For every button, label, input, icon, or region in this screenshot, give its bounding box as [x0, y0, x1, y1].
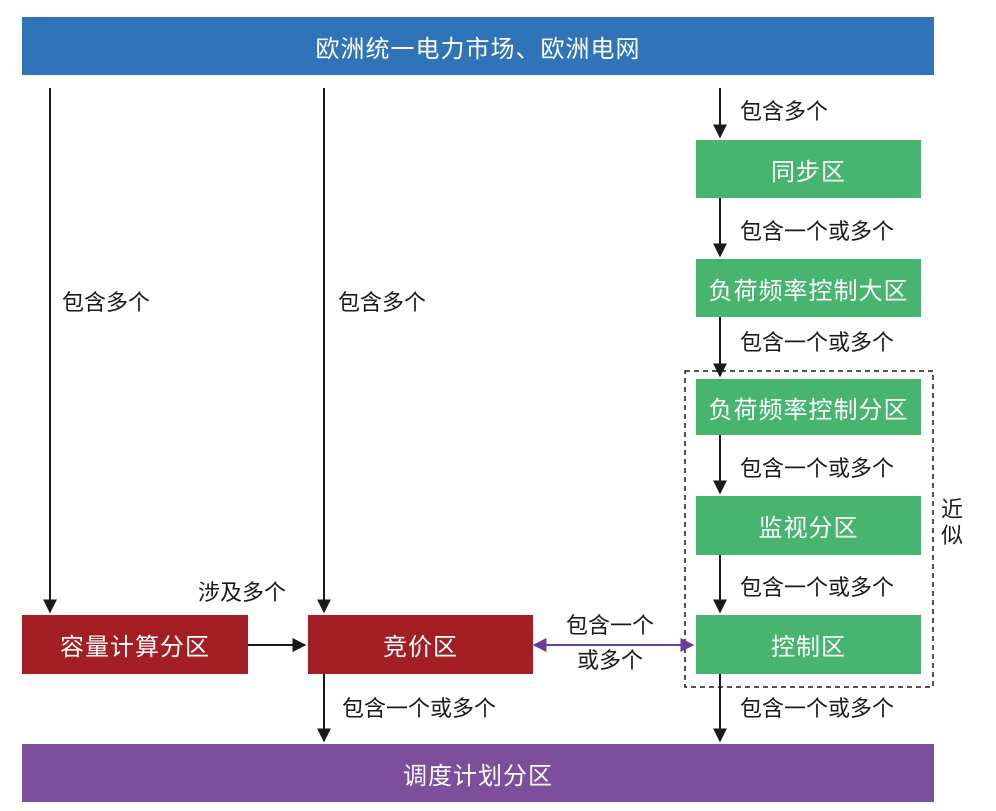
edge-label-bidirectional-line2: 或多个 [577, 649, 644, 674]
edge-label-involves-many: 涉及多个 [198, 581, 287, 606]
node-bidding-zone: 竞价区 [308, 615, 533, 674]
node-lfc-area: 负荷频率控制分区 [696, 379, 921, 435]
edge-label-sync-to-lfcblock: 包含一个或多个 [740, 220, 895, 245]
edge-label-contains-many-mid: 包含多个 [338, 291, 427, 316]
node-sync-area: 同步区 [696, 140, 921, 198]
node-lfc-block: 负荷频率控制大区 [696, 259, 921, 317]
node-scheduling-area: 调度计划分区 [22, 744, 934, 802]
node-monitor-area: 监视分区 [696, 496, 921, 555]
edge-label-bidding-to-scheduling: 包含一个或多个 [342, 697, 497, 722]
edge-label-bidirectional-line1: 包含一个 [566, 614, 655, 639]
group-label-approximate: 近似 [940, 498, 963, 549]
node-control-area: 控制区 [696, 615, 921, 674]
edge-label-control-to-scheduling: 包含一个或多个 [740, 697, 895, 722]
edge-label-monitor-to-control: 包含一个或多个 [740, 576, 895, 601]
edge-label-lfcarea-to-monitor: 包含一个或多个 [740, 457, 895, 482]
approximation-group-frame [684, 370, 934, 688]
edge-label-contains-many-right: 包含多个 [740, 100, 829, 125]
node-top-market: 欧洲统一电力市场、欧洲电网 [22, 17, 934, 75]
edge-label-contains-many-left: 包含多个 [62, 291, 151, 316]
node-capacity-zone: 容量计算分区 [22, 615, 248, 674]
edge-label-lfcblock-to-lfcarea: 包含一个或多个 [740, 331, 895, 356]
